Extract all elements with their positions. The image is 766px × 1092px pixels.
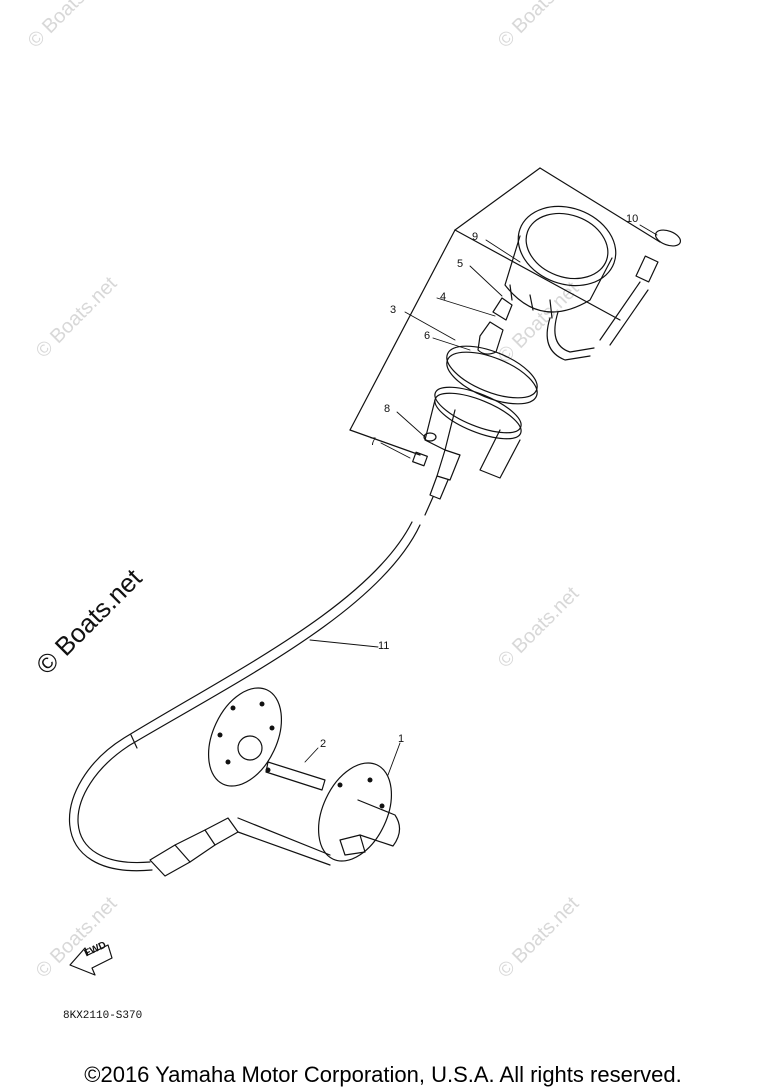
fwd-arrow-icon: [69, 944, 113, 976]
copyright-notice: ©2016 Yamaha Motor Corporation, U.S.A. A…: [84, 1062, 682, 1087]
callout-6: 6: [424, 330, 431, 342]
callout-8: 8: [384, 403, 391, 415]
callout-10: 10: [626, 213, 639, 225]
callout-7: 7: [370, 436, 377, 448]
cover-rings: [424, 345, 538, 479]
meter-unit: [504, 205, 617, 361]
speedometer-cable: [69, 521, 421, 872]
plate-holes: [217, 701, 385, 809]
gear-housing: [208, 687, 401, 862]
leader-lines: [304, 224, 658, 776]
lamp-wire: [599, 255, 659, 346]
callout-2: 2: [320, 738, 327, 750]
drive-shaft: [265, 761, 326, 791]
bulb-socket: [477, 297, 513, 355]
callout-11: 11: [378, 640, 390, 652]
callout-4: 4: [440, 291, 447, 303]
callout-9: 9: [472, 231, 479, 243]
callout-3: 3: [390, 304, 397, 316]
part-code: 8KX2110-S370: [63, 1010, 143, 1022]
grommet: [654, 229, 682, 247]
assembly-bracket: [349, 167, 661, 456]
nut: [412, 451, 428, 467]
cable-lower-end: [149, 817, 239, 877]
cable-upper-end: [424, 449, 461, 516]
washer: [423, 432, 437, 442]
callout-1: 1: [398, 733, 405, 745]
callout-5: 5: [457, 258, 464, 270]
